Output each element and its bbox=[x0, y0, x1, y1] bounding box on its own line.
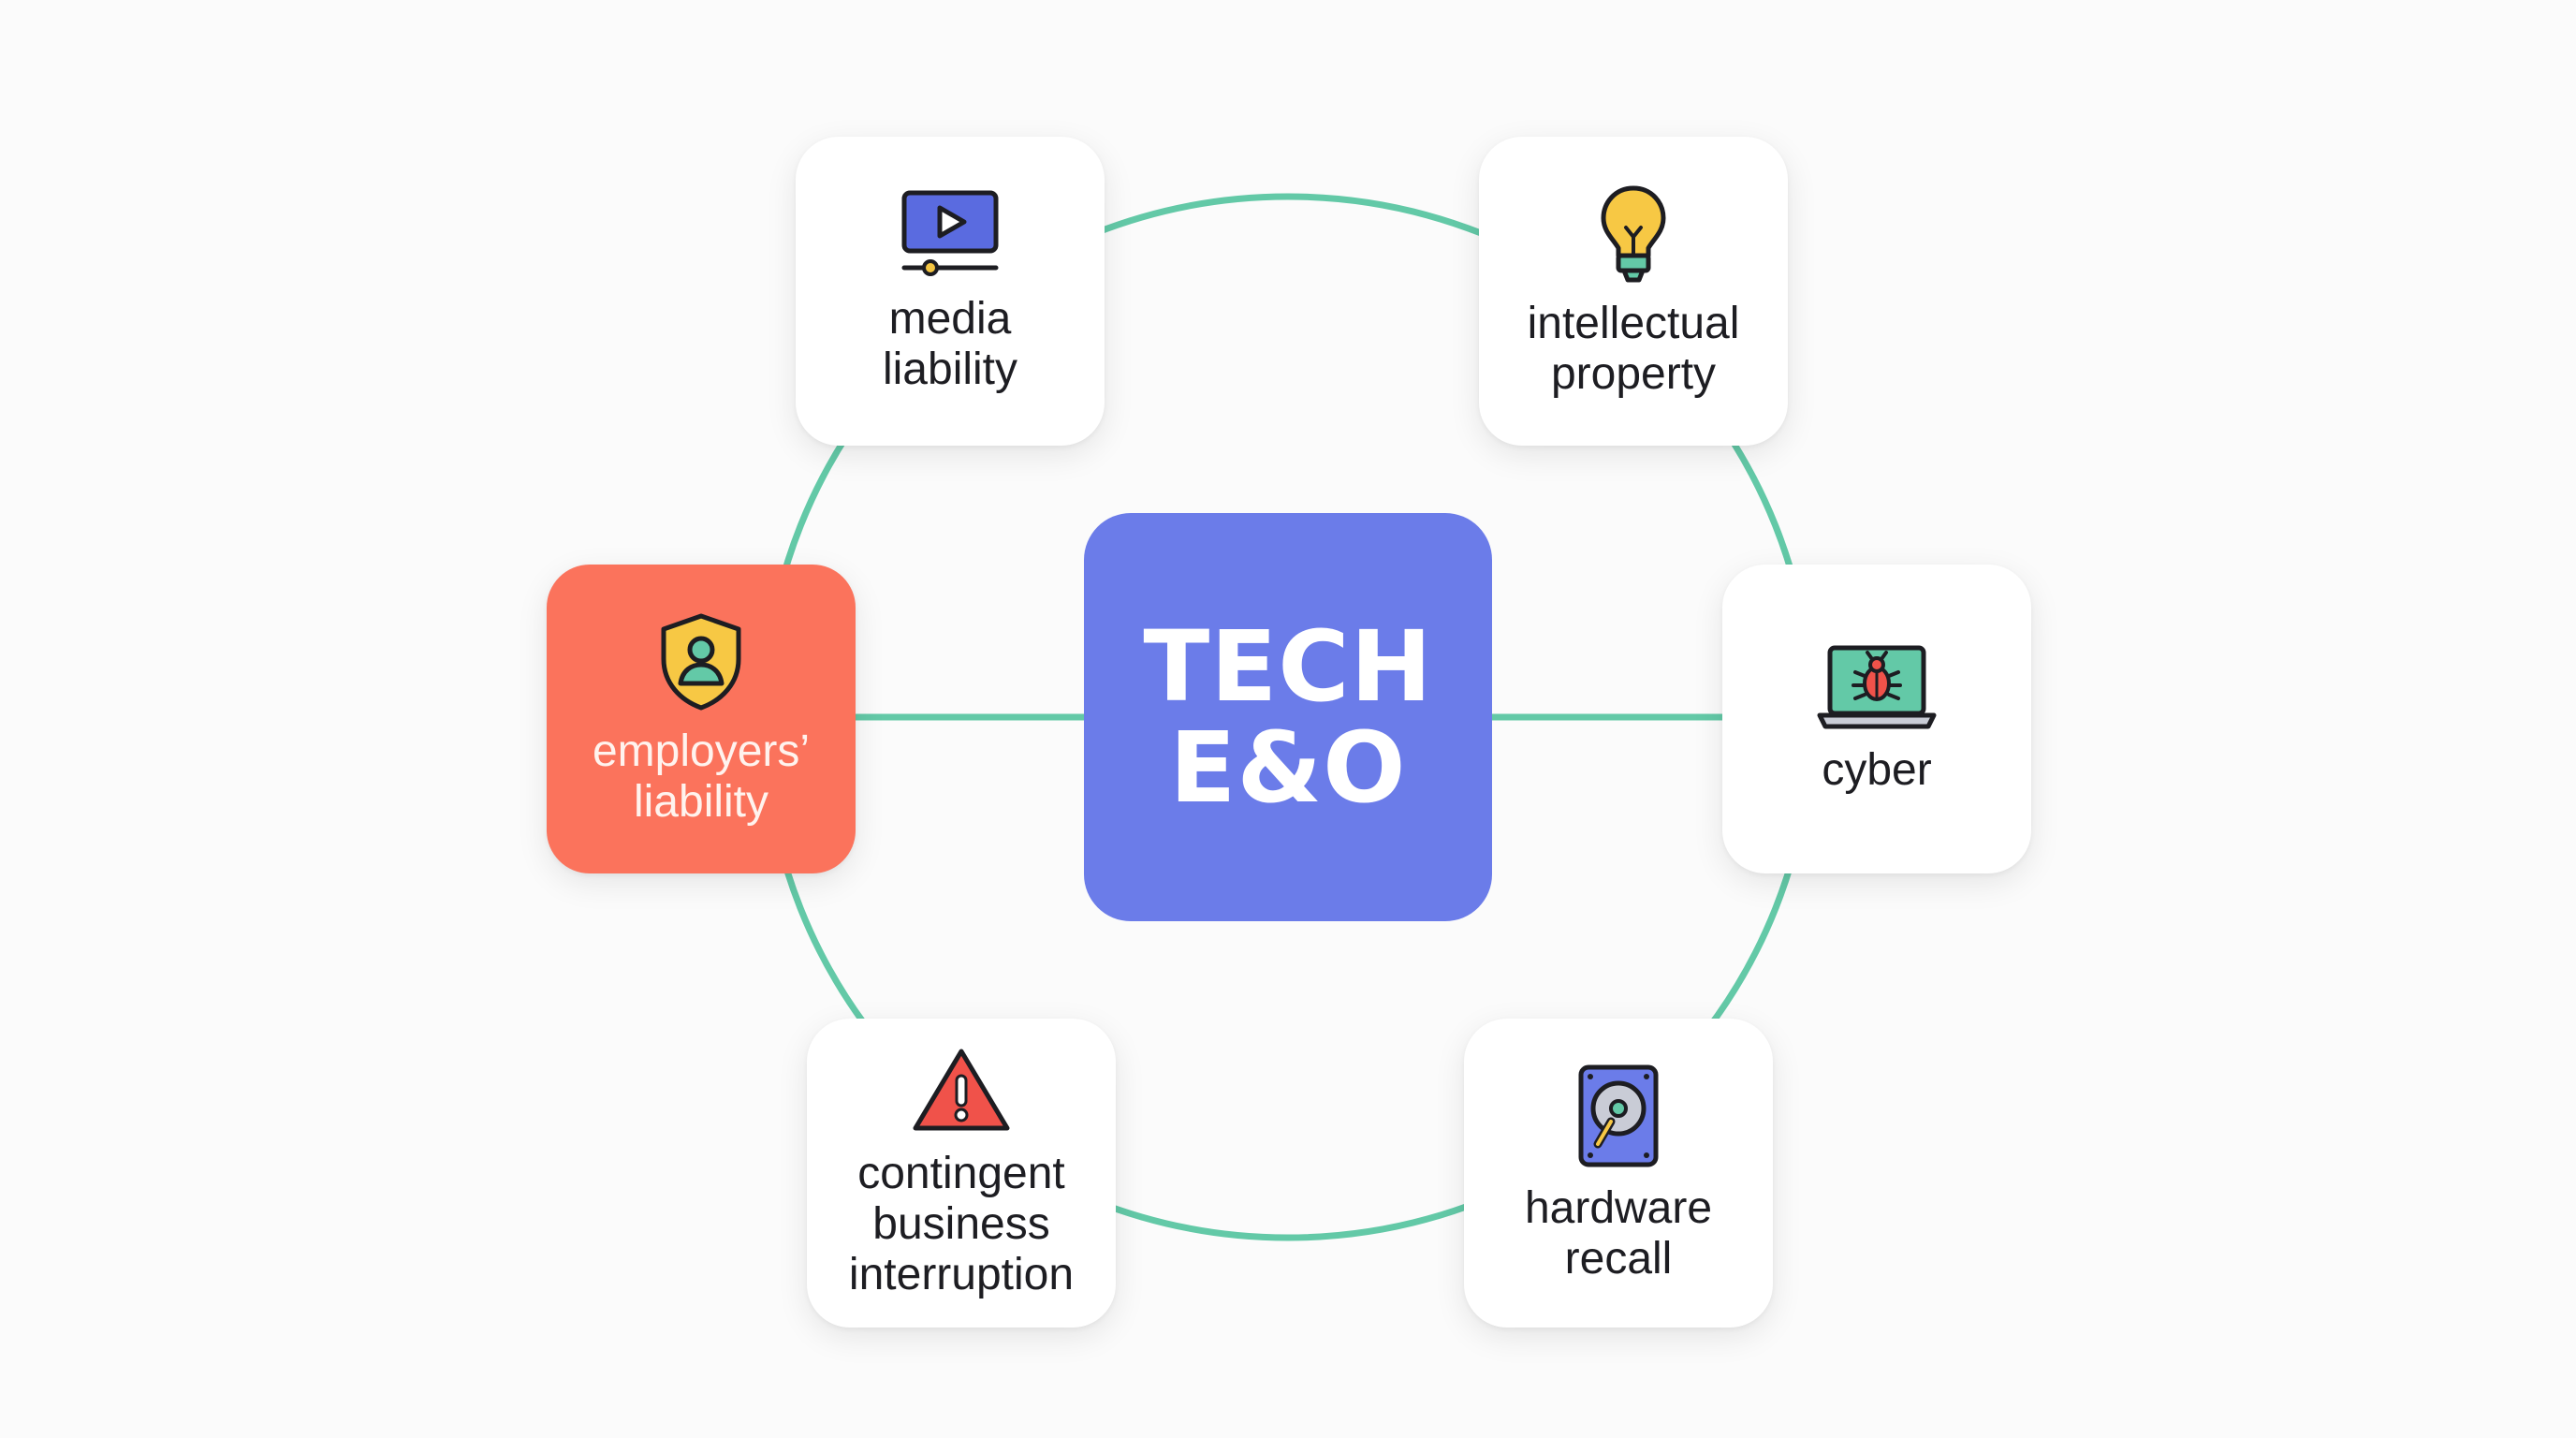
laptop-bug-icon bbox=[1817, 645, 1937, 729]
hub-title: TECH E&O bbox=[1143, 609, 1433, 825]
node-media-liability[interactable]: media liability bbox=[796, 137, 1105, 446]
node-label: contingent business interruption bbox=[848, 1149, 1075, 1299]
hub-tech-eo[interactable]: TECH E&O bbox=[1084, 513, 1492, 921]
node-intellectual-property[interactable]: intellectual property bbox=[1479, 137, 1788, 446]
node-label: media liability bbox=[882, 294, 1018, 394]
node-cyber[interactable]: cyber bbox=[1722, 565, 2031, 873]
node-label: hardware recall bbox=[1524, 1183, 1713, 1284]
node-hardware-recall[interactable]: hardware recall bbox=[1464, 1019, 1773, 1328]
warning-triangle-icon bbox=[913, 1049, 1010, 1131]
node-contingent-business-interruption[interactable]: contingent business interruption bbox=[807, 1019, 1116, 1328]
shield-person-icon bbox=[661, 613, 741, 711]
node-label: employers’ liability bbox=[592, 726, 811, 827]
hard-drive-icon bbox=[1578, 1064, 1659, 1167]
node-label: cyber bbox=[1822, 745, 1932, 795]
lightbulb-icon bbox=[1601, 185, 1666, 283]
video-play-icon bbox=[901, 190, 999, 276]
node-employers-liability[interactable]: employers’ liability bbox=[547, 565, 856, 873]
node-label: intellectual property bbox=[1527, 299, 1740, 399]
